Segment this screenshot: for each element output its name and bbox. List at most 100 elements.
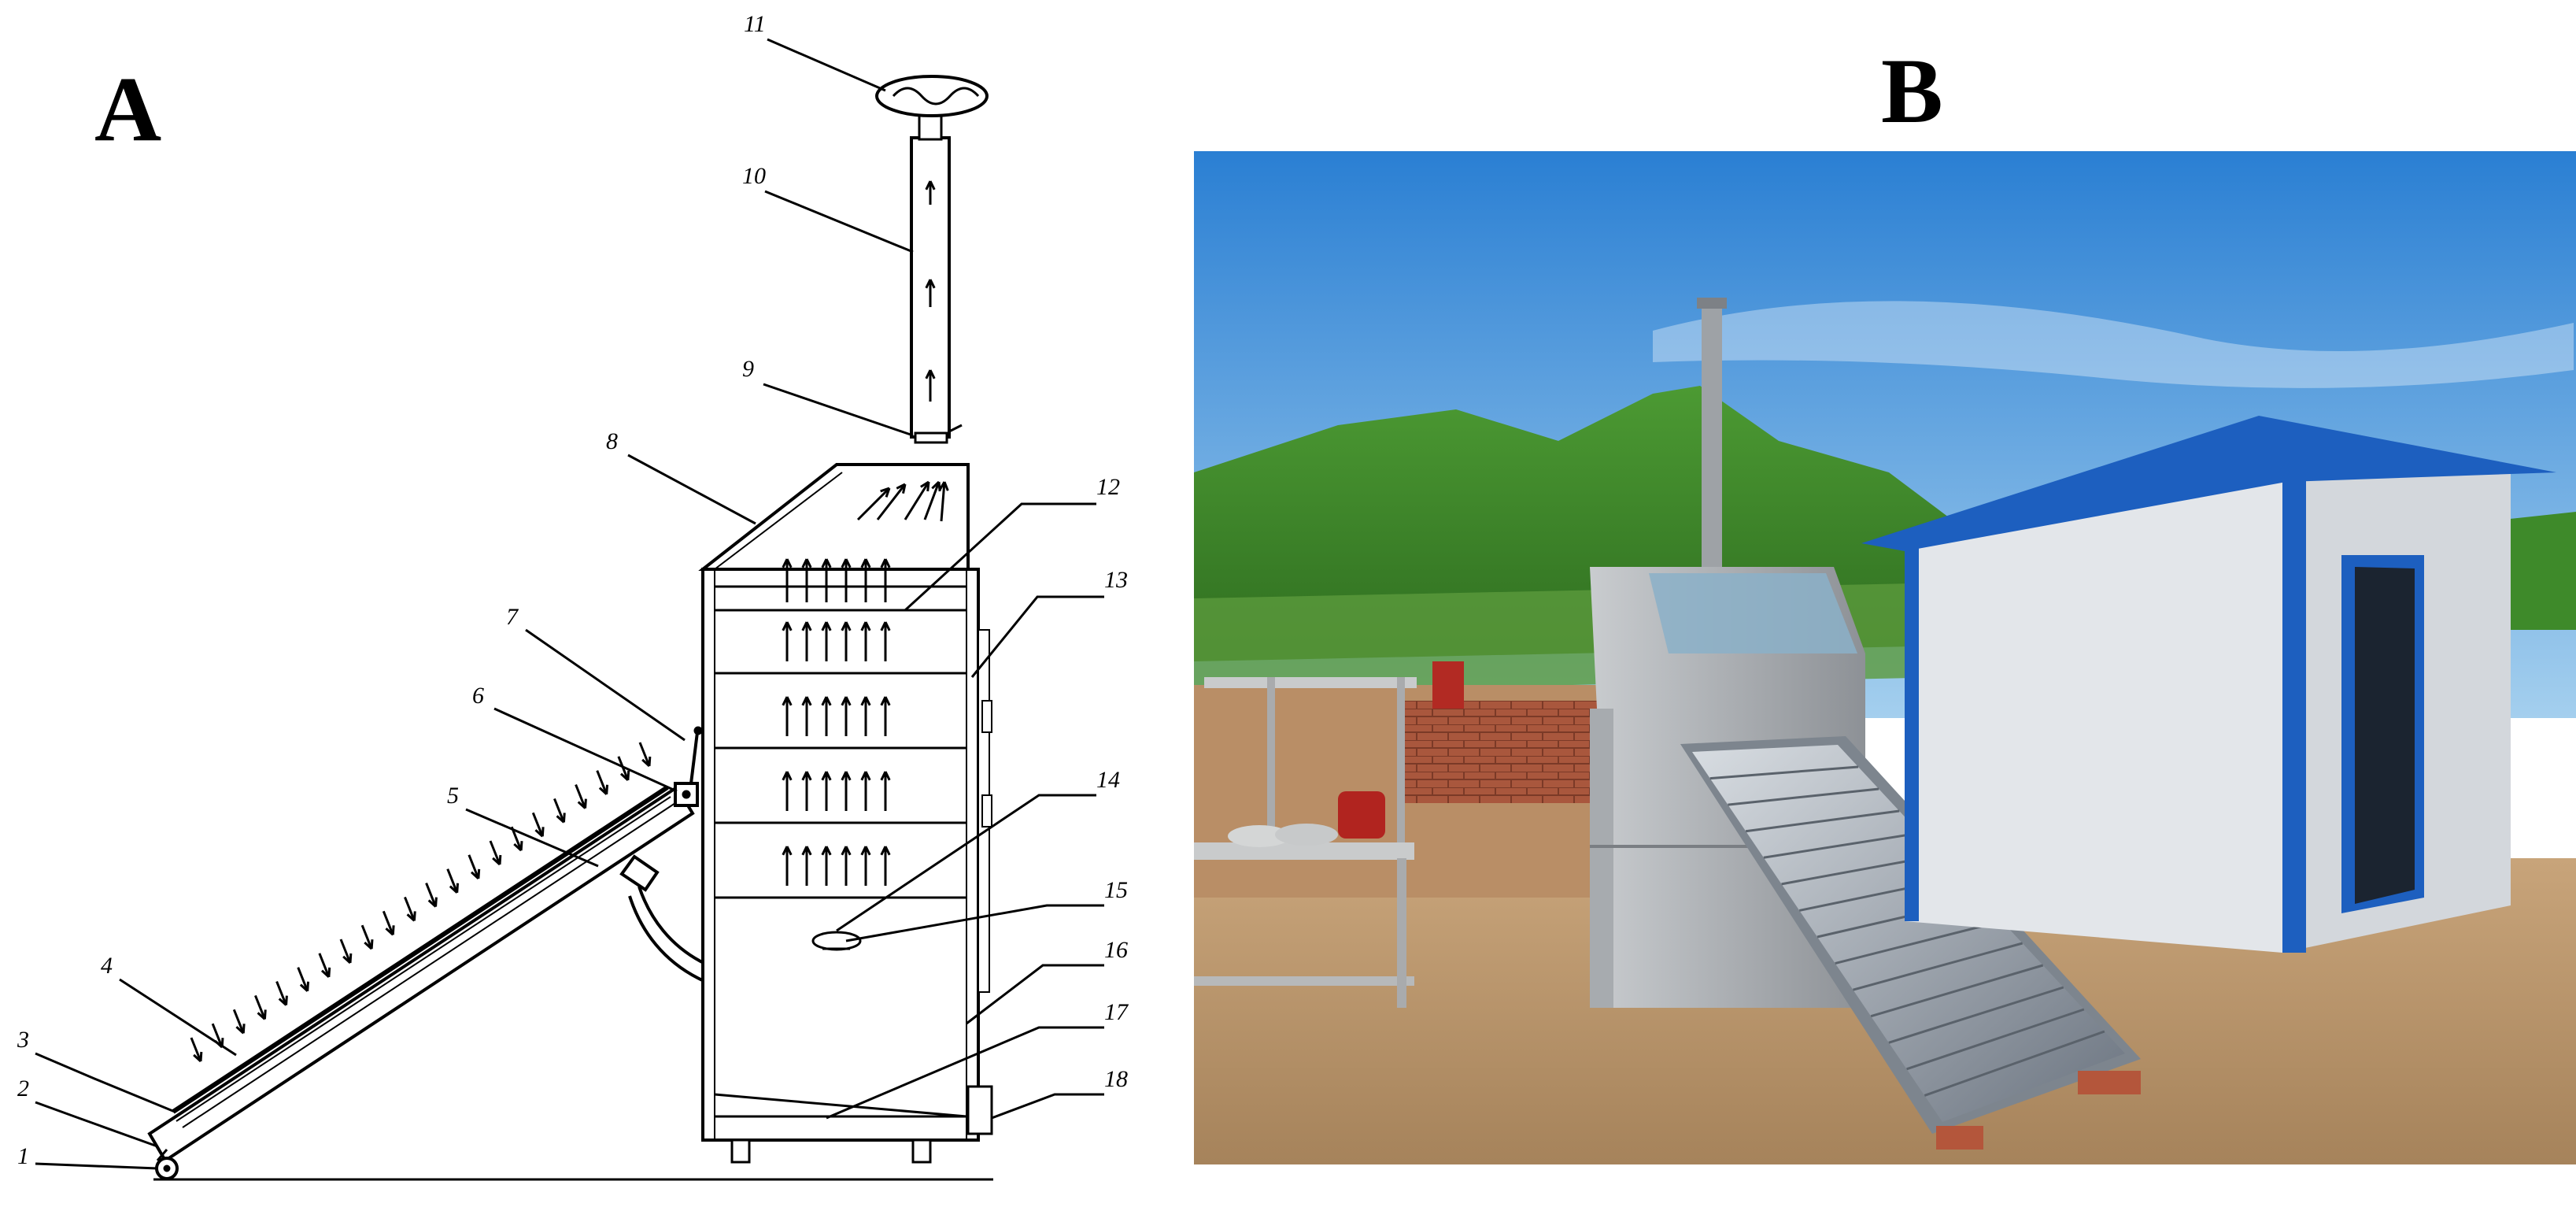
airflow-arrow <box>841 696 852 736</box>
collector-fin <box>1763 831 1920 859</box>
callout-15: 15 <box>1104 877 1128 903</box>
callout-17: 17 <box>1104 999 1129 1025</box>
sunlight-arrow <box>531 812 545 838</box>
callout-leader-16 <box>966 964 1104 1025</box>
sunlight-arrow <box>638 742 652 768</box>
callout-10: 10 <box>742 163 766 189</box>
photo-table <box>1194 661 1464 1008</box>
roof-arrows <box>856 480 949 522</box>
airflow-arrow <box>880 771 891 811</box>
callout-leader-4 <box>119 978 237 1057</box>
sunlight-arrow <box>232 1009 246 1035</box>
callout-12: 12 <box>1096 474 1120 500</box>
airflow-arrow <box>821 696 832 736</box>
photo-brick-wall <box>1401 701 1606 803</box>
callout-leader-9 <box>763 383 914 437</box>
callout-18: 18 <box>1104 1066 1128 1092</box>
cabinet-roof <box>698 463 970 571</box>
callout-leader-13 <box>970 595 1104 678</box>
sunlight-arrow <box>617 756 630 781</box>
callout-leader-17 <box>826 1026 1104 1120</box>
chimney <box>875 75 989 444</box>
airflow-arrow <box>880 846 891 886</box>
collector-fin <box>1888 986 2064 1044</box>
callout-14: 14 <box>1096 767 1120 793</box>
callout-leader-7 <box>525 628 686 742</box>
collector-fin <box>1835 920 2002 965</box>
airflow-arrow <box>880 621 891 661</box>
sunlight-arrow <box>360 924 374 950</box>
callout-8: 8 <box>606 428 618 454</box>
airflow-arrow <box>782 558 793 602</box>
callout-11: 11 <box>744 11 766 37</box>
airflow-arrow <box>801 846 812 886</box>
exhaust-arrow <box>925 369 936 402</box>
photo-clouds <box>1653 301 2574 388</box>
airflow-arrow <box>841 621 852 661</box>
roof-arrow <box>938 481 949 522</box>
airflow-arrow <box>782 771 793 811</box>
roof-arrow <box>856 487 891 521</box>
callout-1: 1 <box>17 1143 29 1169</box>
sunlight-arrow <box>275 981 288 1006</box>
sunlight-arrow <box>446 868 460 894</box>
airflow-arrow <box>880 558 891 602</box>
collector-fin <box>1906 1008 2085 1071</box>
airflow-arrow <box>821 846 832 886</box>
callout-leader-14 <box>836 794 1096 932</box>
airflow-arrow <box>860 696 871 736</box>
callout-16: 16 <box>1104 937 1128 963</box>
callout-leader-11 <box>767 38 886 92</box>
callout-leader-8 <box>627 454 756 525</box>
callout-6: 6 <box>472 683 484 709</box>
sunlight-arrows <box>190 742 652 1063</box>
drying-cabinet <box>701 568 993 1164</box>
airflow-arrow <box>801 696 812 736</box>
collector-fin <box>1924 1030 2105 1097</box>
sunlight-arrow <box>425 883 438 908</box>
sunlight-arrow <box>575 784 587 809</box>
callout-2: 2 <box>17 1076 29 1101</box>
airflow-arrow <box>782 621 793 661</box>
panel-b-photo: B <box>1194 39 2576 1164</box>
callout-leader-18 <box>991 1093 1104 1120</box>
airflow-arrow <box>860 621 871 661</box>
sunlight-arrow <box>318 953 331 978</box>
roof-arrow <box>876 483 907 520</box>
sunlight-arrow <box>190 1037 203 1063</box>
callout-7: 7 <box>506 604 519 630</box>
callout-leaders <box>35 38 1104 1170</box>
pivot-base <box>155 1149 179 1180</box>
airflow-arrow <box>821 771 832 811</box>
sunlight-arrow <box>553 798 566 824</box>
airflow-arrow <box>821 558 832 602</box>
airflow-arrows <box>782 558 891 886</box>
sunlight-arrow <box>596 770 609 795</box>
callout-5: 5 <box>447 783 459 809</box>
airflow-arrow <box>860 846 871 886</box>
airflow-arrow <box>841 558 852 602</box>
callout-leader-10 <box>764 190 914 254</box>
exhaust-arrow <box>925 279 936 307</box>
sunlight-arrow <box>489 840 502 866</box>
airflow-arrow <box>860 558 871 602</box>
callout-4: 4 <box>101 953 113 979</box>
collector-fin <box>1853 942 2023 991</box>
airflow-arrow <box>801 771 812 811</box>
callout-leader-1 <box>35 1162 158 1170</box>
callout-leader-15 <box>845 904 1104 942</box>
airflow-arrow <box>801 621 812 661</box>
sunlight-arrow <box>382 910 395 936</box>
photo-shed <box>1861 416 2556 953</box>
roof-arrow <box>904 480 930 520</box>
callout-leader-6 <box>493 707 678 793</box>
callout-9: 9 <box>742 356 754 382</box>
collector-fin <box>1709 765 1859 780</box>
callout-leader-2 <box>35 1101 158 1148</box>
airflow-arrow <box>801 558 812 602</box>
collector-hinge <box>674 726 703 807</box>
exhaust-arrows <box>925 180 936 402</box>
airflow-arrow <box>821 621 832 661</box>
airflow-arrow <box>841 846 852 886</box>
